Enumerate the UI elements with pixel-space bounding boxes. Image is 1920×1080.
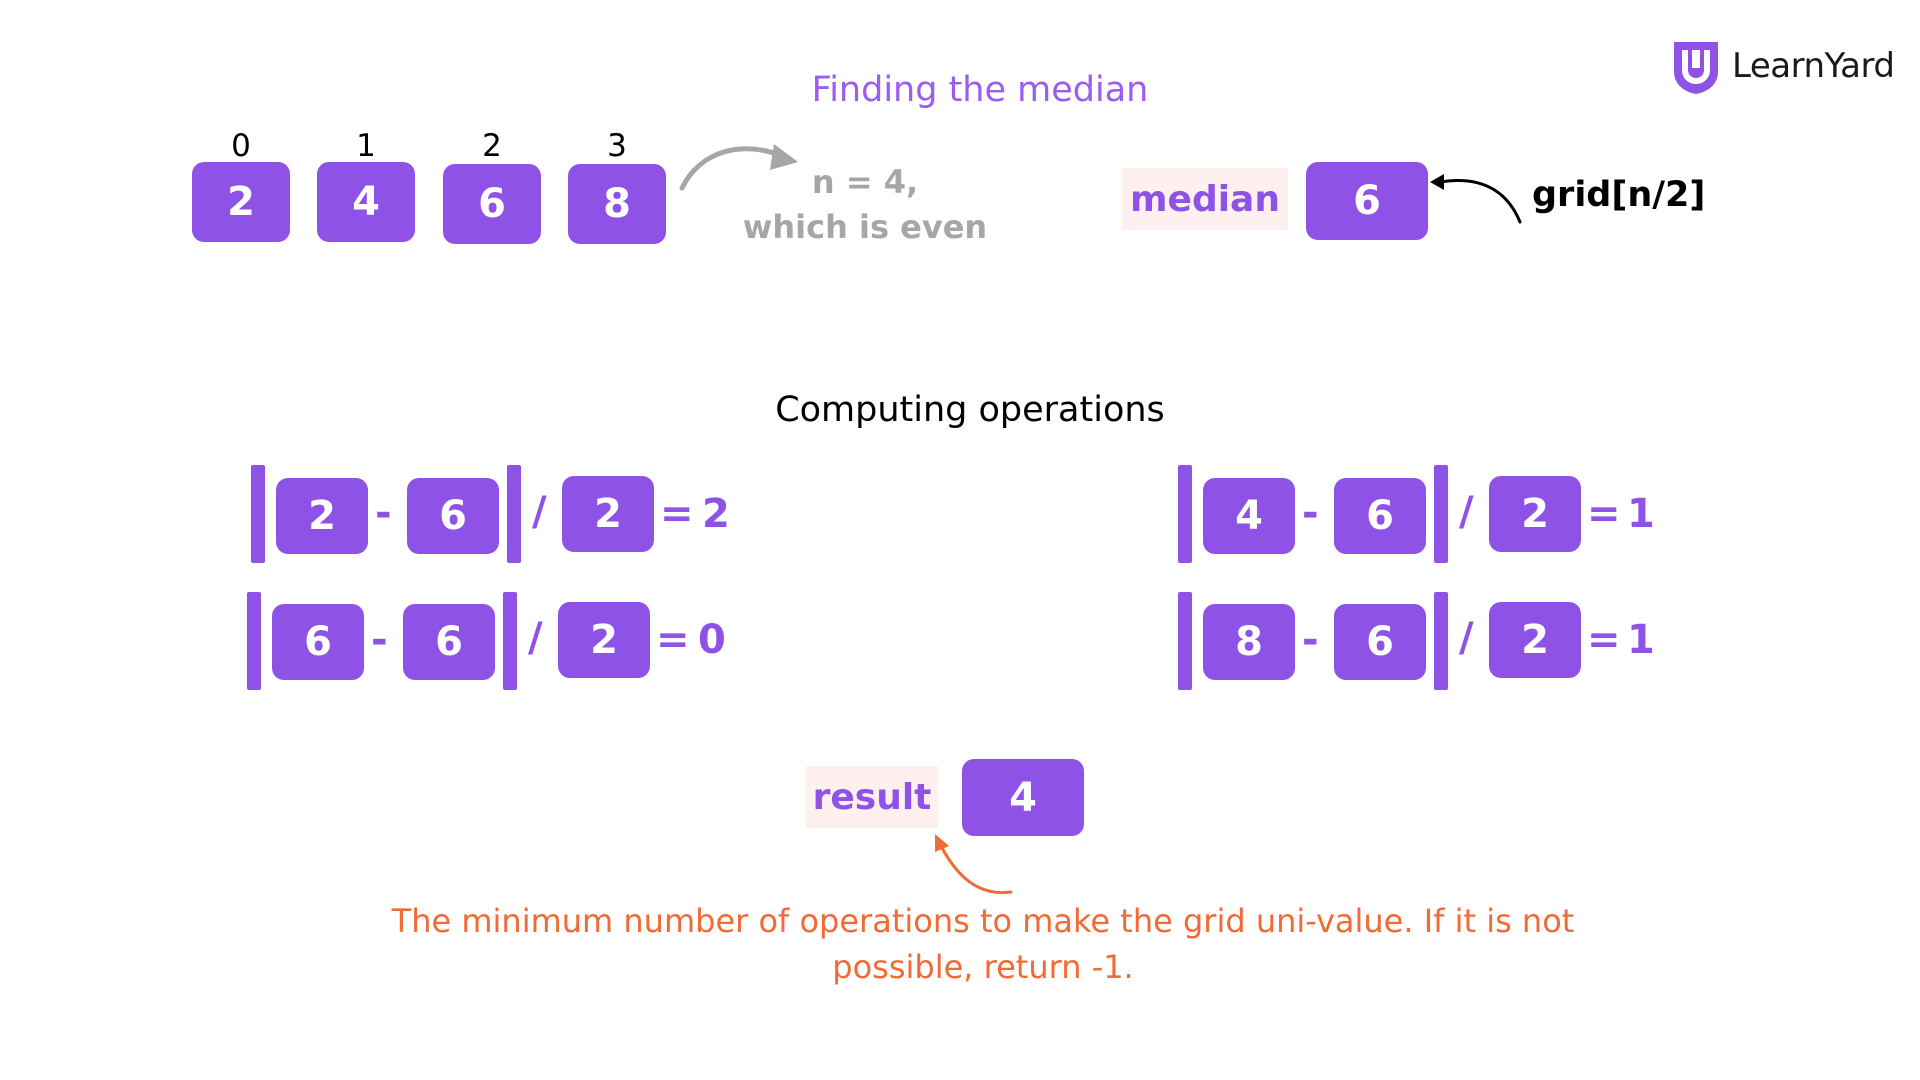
note-line-1: n = 4, xyxy=(811,163,919,201)
operand-b: 6 xyxy=(1334,478,1426,554)
minus-sign: - xyxy=(371,617,388,663)
abs-bar-left xyxy=(251,465,265,563)
array-index: 3 xyxy=(607,128,627,164)
operand-k: 2 xyxy=(558,602,650,678)
equals-sign: = xyxy=(660,491,694,537)
divide-sign: / xyxy=(1459,615,1474,661)
abs-bar-left xyxy=(247,592,261,690)
array-index: 1 xyxy=(356,128,376,164)
operand-b: 6 xyxy=(403,604,495,680)
result-value: 4 xyxy=(962,759,1084,836)
operation-result: 2 xyxy=(702,491,730,537)
note-n-even: n = 4, which is even xyxy=(720,160,1010,250)
description-line-1: The minimum number of operations to make… xyxy=(391,902,1575,940)
divide-sign: / xyxy=(1459,489,1474,535)
operand-a: 8 xyxy=(1203,604,1295,680)
operand-a: 4 xyxy=(1203,478,1295,554)
curved-arrow-icon xyxy=(1430,174,1522,224)
operand-k: 2 xyxy=(1489,476,1581,552)
abs-bar-left xyxy=(1178,465,1192,563)
minus-sign: - xyxy=(1302,490,1319,536)
operand-b: 6 xyxy=(407,478,499,554)
note-line-2: which is even xyxy=(742,208,988,246)
minus-sign: - xyxy=(1302,617,1319,663)
result-description: The minimum number of operations to make… xyxy=(300,898,1666,990)
array-index: 0 xyxy=(231,128,251,164)
median-value: 6 xyxy=(1306,162,1428,240)
median-label: median xyxy=(1122,168,1288,230)
divide-sign: / xyxy=(528,615,543,661)
result-label: result xyxy=(806,766,938,828)
median-formula: grid[n/2] xyxy=(1532,175,1706,215)
abs-bar-right xyxy=(1434,592,1448,690)
array-cell: 2 xyxy=(192,162,290,242)
section-title-operations: Computing operations xyxy=(775,390,1165,430)
learnyard-logo-icon xyxy=(1674,42,1718,94)
logo-text: LearnYard xyxy=(1732,46,1895,86)
equals-sign: = xyxy=(656,617,690,663)
abs-bar-right xyxy=(503,592,517,690)
abs-bar-right xyxy=(1434,465,1448,563)
operation-result: 0 xyxy=(698,617,726,663)
operand-b: 6 xyxy=(1334,604,1426,680)
abs-bar-right xyxy=(507,465,521,563)
section-title-median: Finding the median xyxy=(811,70,1149,110)
array-cell: 8 xyxy=(568,164,666,244)
array-index: 2 xyxy=(482,128,502,164)
abs-bar-left xyxy=(1178,592,1192,690)
operand-a: 6 xyxy=(272,604,364,680)
operand-k: 2 xyxy=(562,476,654,552)
array-cell: 4 xyxy=(317,162,415,242)
operand-a: 2 xyxy=(276,478,368,554)
description-line-2: possible, return -1. xyxy=(832,948,1134,986)
array-cell: 6 xyxy=(443,164,541,244)
learnyard-logo: LearnYard xyxy=(1668,38,1895,98)
divide-sign: / xyxy=(532,489,547,535)
curved-arrow-icon xyxy=(679,144,798,191)
curved-arrow-icon xyxy=(935,834,1013,895)
operation-result: 1 xyxy=(1627,617,1655,663)
equals-sign: = xyxy=(1587,617,1621,663)
equals-sign: = xyxy=(1587,491,1621,537)
operation-result: 1 xyxy=(1627,491,1655,537)
minus-sign: - xyxy=(375,490,392,536)
operand-k: 2 xyxy=(1489,602,1581,678)
